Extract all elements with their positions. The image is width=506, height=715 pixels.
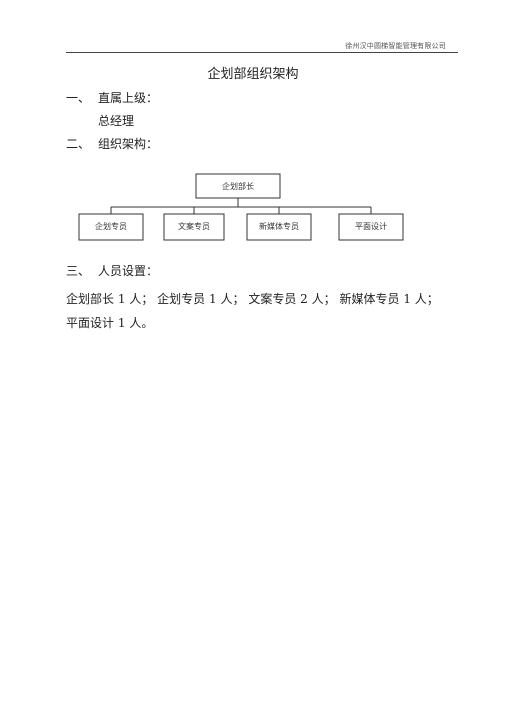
superior-value: 总经理 — [98, 114, 135, 128]
org-child-label: 企划专员 — [95, 221, 127, 231]
staffing-count: 2 — [300, 292, 308, 306]
section-label: 直属上级： — [98, 91, 159, 105]
section-staffing: 三、人员设置： — [66, 262, 158, 279]
staffing-role: 文案专员 — [248, 292, 297, 306]
org-child-box — [163, 213, 225, 241]
staffing-item: 企划专员 1 人； — [157, 292, 244, 306]
staffing-item: 新媒体专员 1 人； — [339, 292, 438, 306]
staffing-unit: 人； — [311, 292, 336, 306]
org-root-label: 企划部长 — [222, 181, 254, 191]
header-divider — [66, 52, 458, 53]
section-superior: 一、直属上级： — [66, 89, 158, 106]
section-label: 组织架构： — [98, 137, 159, 151]
staffing-item: 文案专员 2 人； — [248, 292, 335, 306]
staffing-role: 新媒体专员 — [339, 292, 400, 306]
org-child-box — [78, 213, 144, 241]
staffing-count: 1 — [403, 292, 411, 306]
section-number: 三、 — [66, 264, 91, 278]
header-company-name: 徐州汉中圆梯智能管理有限公司 — [345, 42, 446, 50]
org-child-label: 新媒体专员 — [259, 221, 299, 231]
staffing-role: 企划部长 — [66, 292, 115, 306]
document-title: 企划部组织架构 — [207, 67, 299, 82]
staffing-item: 1 人。 — [118, 316, 153, 330]
org-child-box — [246, 213, 312, 241]
section-structure: 二、组织架构： — [66, 135, 158, 152]
staffing-role: 企划专员 — [157, 292, 206, 306]
staffing-item: 企划部长 1 人； — [66, 292, 153, 306]
staffing-count: 1 — [117, 316, 126, 330]
org-child-box — [338, 213, 404, 241]
staffing-list: 企划部长 1 人； 企划专员 1 人； 文案专员 2 人； 新媒体专员 1 人；… — [66, 287, 458, 335]
staffing-unit: 人； — [220, 292, 245, 306]
staffing-item: 平面设计 — [66, 316, 114, 330]
staffing-unit: 人。 — [129, 316, 154, 330]
staffing-unit: 人； — [129, 292, 154, 306]
section-number: 一、 — [66, 91, 91, 105]
org-chart: 企划部长 企划专员 文案专员 新媒体专员 平面设计 — [78, 173, 404, 241]
org-child-label: 文案专员 — [178, 221, 210, 231]
staffing-count: 1 — [209, 292, 217, 306]
staffing-count: 1 — [117, 292, 126, 306]
staffing-unit: 人； — [414, 292, 439, 306]
org-root-box — [195, 173, 281, 199]
section-number: 二、 — [66, 137, 91, 151]
staffing-role: 平面设计 — [66, 316, 115, 330]
org-child-label: 平面设计 — [355, 221, 387, 231]
section-label: 人员设置： — [98, 264, 159, 278]
